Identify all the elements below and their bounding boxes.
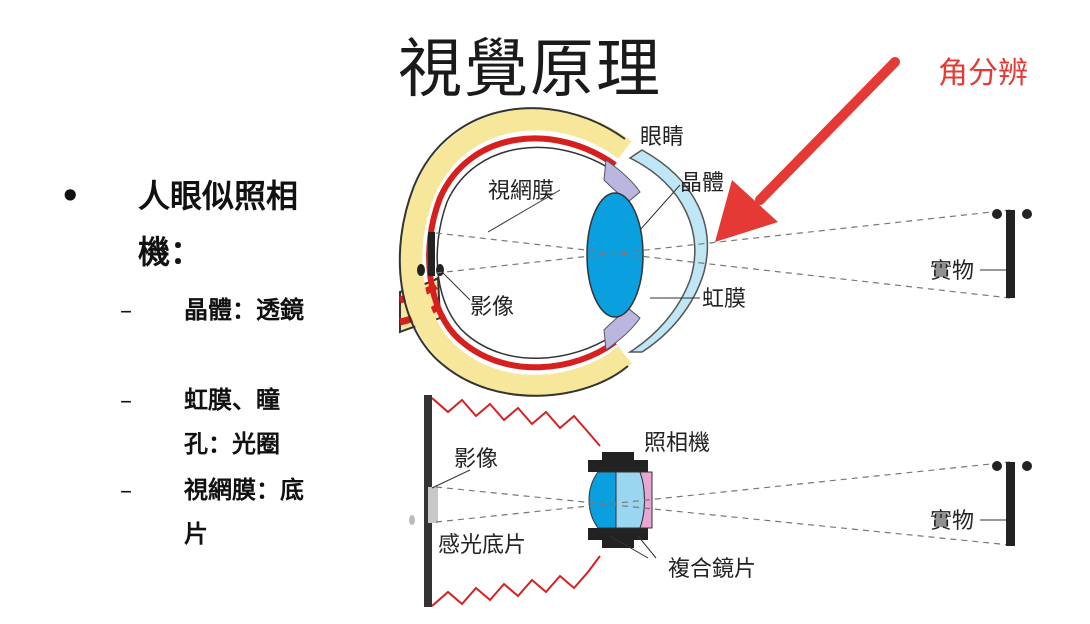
leader-line bbox=[431, 469, 471, 489]
retina-label: 視網膜 bbox=[488, 179, 554, 204]
retina-dot bbox=[417, 264, 425, 276]
object-dot bbox=[1022, 209, 1032, 219]
eye-object-label: 實物 bbox=[930, 259, 974, 284]
compound-lens-2 bbox=[615, 471, 645, 529]
camera-image-label: 影像 bbox=[454, 447, 498, 472]
compound-lenses-label: 複合鏡片 bbox=[668, 557, 756, 582]
object-bar bbox=[1006, 210, 1015, 298]
light-ray bbox=[435, 486, 1011, 546]
lens-housing-top bbox=[588, 460, 648, 472]
sub-bullet-text: 虹膜、瞳孔：光圈 bbox=[184, 385, 280, 458]
object-bar bbox=[1006, 462, 1015, 546]
eye-heading-label: 眼睛 bbox=[640, 125, 684, 150]
leader-line bbox=[487, 189, 561, 233]
bullet-point-icon: • bbox=[60, 177, 81, 215]
retina-image-spot bbox=[428, 232, 435, 276]
eye-diagram: 眼睛 視網膜 晶體 影像 虹膜 實物 bbox=[398, 107, 1032, 397]
object-dot bbox=[1022, 461, 1032, 471]
bellows-bottom bbox=[431, 555, 601, 607]
leader-line bbox=[439, 269, 471, 301]
red-arrow-icon bbox=[715, 57, 900, 242]
leader-line bbox=[609, 535, 649, 559]
lens-label: 晶體 bbox=[680, 171, 724, 196]
light-ray bbox=[435, 232, 1011, 299]
dash-icon: – bbox=[120, 476, 132, 504]
dash-icon: – bbox=[120, 296, 132, 324]
object-dot bbox=[992, 461, 1002, 471]
bellows-top bbox=[431, 397, 601, 447]
object-dot bbox=[992, 209, 1002, 219]
dash-icon: – bbox=[120, 386, 132, 414]
slide-title: 視覺原理 bbox=[398, 33, 662, 107]
camera-object-label: 實物 bbox=[930, 509, 974, 534]
compound-lens-1 bbox=[588, 471, 617, 529]
lens-housing-bottom-cap bbox=[602, 538, 634, 548]
leader-line bbox=[639, 184, 681, 231]
sub-bullet-text: 晶體：透鏡 bbox=[184, 295, 304, 324]
sclera bbox=[400, 108, 632, 397]
camera-heading-label: 照相機 bbox=[644, 431, 710, 456]
iris-lower bbox=[603, 307, 641, 351]
eye-lens bbox=[586, 192, 644, 318]
leader-line bbox=[637, 535, 657, 559]
iris-label: 虹膜 bbox=[702, 287, 746, 312]
cornea bbox=[627, 149, 709, 353]
bullet-main-text: 人眼似照相機： bbox=[138, 177, 299, 271]
lens-housing-top-cap bbox=[602, 452, 634, 462]
light-ray bbox=[435, 461, 1011, 523]
camera-diagram: 照相機 影像 感光底片 複合鏡片 實物 bbox=[409, 395, 1032, 607]
eye-image-label: 影像 bbox=[470, 295, 514, 320]
light-ray bbox=[435, 209, 1011, 274]
lens-housing-bottom bbox=[588, 528, 648, 540]
angular-resolution-annotation: 角分辨 bbox=[938, 56, 1028, 91]
sub-bullet-text: 視網膜：底片 bbox=[184, 475, 304, 548]
film-dot bbox=[409, 515, 415, 525]
sclera-outline bbox=[398, 107, 629, 397]
film-label: 感光底片 bbox=[438, 533, 526, 558]
film-image-area bbox=[428, 487, 438, 523]
